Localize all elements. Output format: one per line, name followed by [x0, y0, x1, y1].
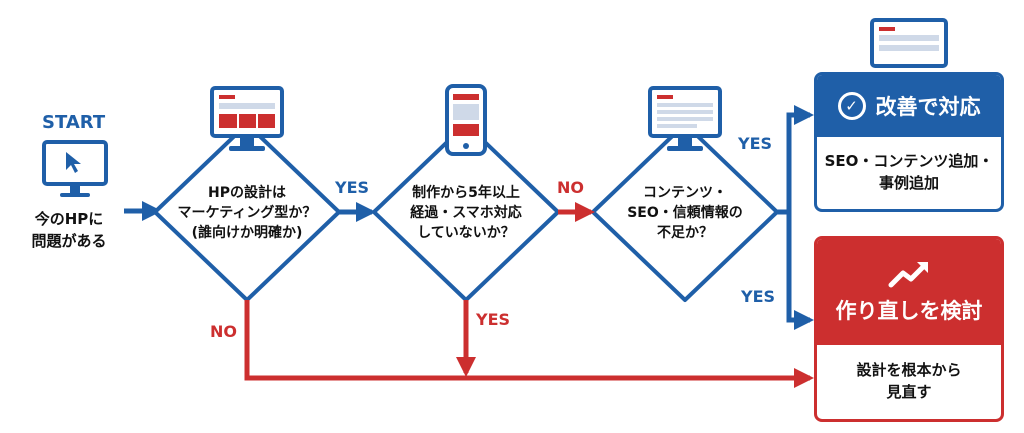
outcome-improve-box: ✓ 改善で対応 SEO・コンテンツ追加・ 事例追加 [814, 72, 1004, 212]
edge-label-d3-yes-top: YES [738, 134, 773, 153]
start-text: 今のHPに 問題がある [31, 210, 107, 250]
edge-label-d3-yes-bottom: YES [741, 287, 776, 306]
monitor-cursor-icon [42, 140, 108, 197]
outcome-rebuild-header: 作り直しを検討 [817, 239, 1001, 345]
edge-label-d2-yes: YES [476, 310, 511, 329]
edge-decision-3-yes-bottom [786, 212, 814, 330]
decision-2-text: 制作から5年以上 経過・スマホ対応 していないか？ [410, 185, 522, 241]
outcome-improve-body: SEO・コンテンツ追加・ 事例追加 [824, 152, 994, 192]
outcome-rebuild-title: 作り直しを検討 [835, 299, 983, 323]
edge-decision-3-yes-top [777, 105, 814, 215]
outcome-desktop-monitor-icon [870, 18, 948, 68]
decision-2-smartphone-icon [445, 84, 487, 156]
outcome-improve-header: ✓ 改善で対応 [817, 75, 1001, 137]
outcome-rebuild-body: 設計を根本から 見直す [856, 361, 962, 401]
outcome-rebuild-box: 作り直しを検討 設計を根本から 見直す [814, 236, 1004, 422]
decision-1-desktop-monitor-icon [210, 86, 284, 151]
start-label: START [42, 112, 106, 133]
edge-label-d2-no: NO [557, 178, 584, 197]
decision-3-diamond [591, 122, 779, 302]
check-circle-icon: ✓ [837, 92, 866, 120]
edge-label-d1-no: NO [210, 322, 237, 341]
outcome-improve-title: 改善で対応 [875, 95, 981, 119]
decision-1-text: HPの設計は マーケティング型か？ (誰向けか明確か) [177, 185, 317, 241]
edge-label-d1-yes: YES [335, 178, 370, 197]
edge-decision-1-no [244, 300, 814, 388]
decision-3-desktop-monitor-icon [648, 86, 722, 151]
trend-up-arrow-icon [888, 262, 928, 288]
decision-3-text: コンテンツ・ SEO・信頼情報の 不足か？ [627, 185, 743, 241]
